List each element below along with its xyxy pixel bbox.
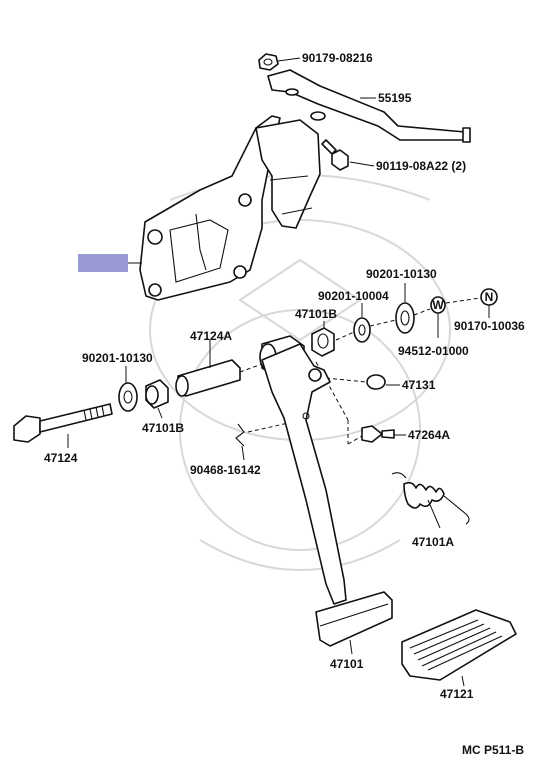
- part-label[interactable]: 47124: [44, 451, 78, 465]
- hex-nut: N: [480, 288, 498, 306]
- bushing-left: [145, 379, 169, 409]
- part-label[interactable]: 47121: [440, 687, 474, 701]
- pivot-bushing: [311, 327, 335, 357]
- brake-pedal-lever: [261, 343, 393, 647]
- washer-small: [353, 317, 371, 343]
- stopper-cushion: [366, 374, 386, 390]
- pedal-pad: [401, 609, 517, 681]
- pivot-bolt: [13, 403, 113, 443]
- part-label[interactable]: 90201-10130: [366, 267, 437, 281]
- pivot-sleeve: [175, 359, 241, 397]
- part-label[interactable]: 90201-10004: [318, 289, 389, 303]
- washer-large: [395, 302, 415, 334]
- stopper-bolt: [361, 425, 395, 443]
- support-bracket: [267, 69, 471, 143]
- part-label[interactable]: 47131: [402, 378, 436, 392]
- pedal-support-bracket: [139, 115, 321, 301]
- diagram-reference: MC P511-B: [462, 743, 524, 757]
- part-label[interactable]: 47101: [330, 657, 364, 671]
- nut: [258, 53, 279, 71]
- part-label[interactable]: 90468-16142: [190, 463, 261, 477]
- part-label[interactable]: 90179-08216: [302, 51, 373, 65]
- highlight-callout[interactable]: [78, 254, 128, 272]
- part-label[interactable]: 90201-10130: [82, 351, 153, 365]
- part-labels: 90179-08216 55195 90119-08A22 (2) 90201-…: [44, 51, 525, 701]
- part-label[interactable]: 90170-10036: [454, 319, 525, 333]
- part-label[interactable]: 90119-08A22 (2): [376, 159, 466, 173]
- bolt: [321, 139, 349, 171]
- part-label[interactable]: 55195: [378, 91, 412, 105]
- part-label[interactable]: 94512-01000: [398, 344, 469, 358]
- part-label[interactable]: 47101B: [142, 421, 184, 435]
- nut-symbol: N: [485, 290, 494, 304]
- spring-washer: W: [430, 296, 446, 314]
- part-label[interactable]: 47124A: [190, 329, 232, 343]
- leader-lines: [67, 57, 490, 687]
- part-label[interactable]: 47101B: [295, 307, 337, 321]
- washer-symbol: W: [432, 298, 444, 312]
- clip: [235, 423, 245, 447]
- washer-left: [118, 382, 138, 412]
- part-label[interactable]: 47101A: [412, 535, 454, 549]
- part-label[interactable]: 47264A: [408, 428, 450, 442]
- return-spring: [391, 472, 470, 525]
